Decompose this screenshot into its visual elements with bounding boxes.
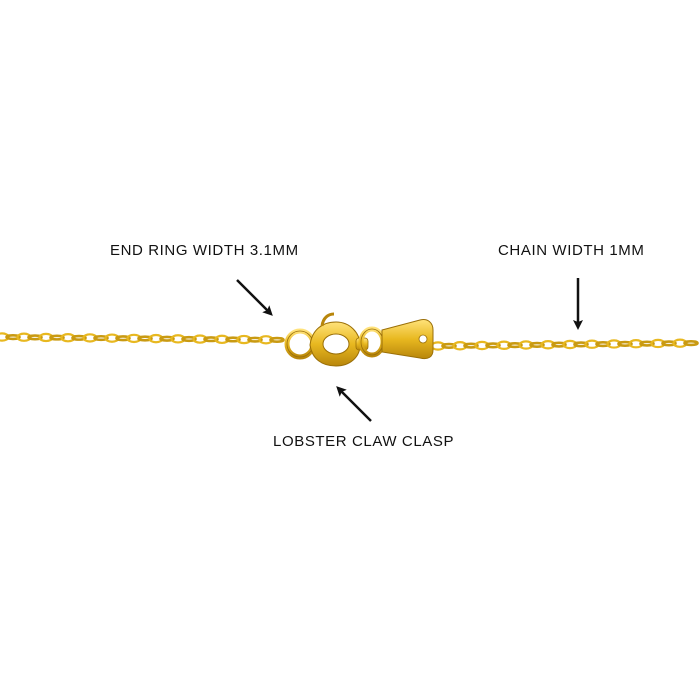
chain-link	[137, 335, 153, 342]
end-ring	[284, 328, 316, 360]
chain-link	[441, 342, 457, 349]
chain-link	[595, 341, 611, 348]
chain-link	[485, 342, 501, 349]
chain-width-label: CHAIN WIDTH 1MM	[498, 242, 645, 259]
chain-link	[49, 334, 65, 341]
chain-link	[159, 335, 175, 342]
chain-link	[463, 342, 479, 349]
chain-link	[683, 340, 699, 347]
end-ring-width-label: END RING WIDTH 3.1MM	[110, 242, 299, 259]
chain-left	[0, 332, 285, 345]
chain-link	[573, 341, 589, 348]
chain-link	[27, 334, 43, 341]
chain-link	[181, 335, 197, 343]
arrow-icon	[336, 386, 372, 422]
chain-link	[247, 336, 263, 343]
chain-link	[661, 340, 677, 347]
chain-link	[529, 341, 545, 348]
chain-right	[430, 338, 699, 351]
chain-link	[5, 334, 21, 341]
chain-link	[71, 334, 87, 341]
chain-link	[507, 342, 523, 349]
arrow-icon	[236, 279, 273, 316]
chain-link	[93, 334, 109, 342]
chain-link	[115, 335, 131, 342]
chain-link	[269, 336, 285, 344]
chain-link	[551, 341, 567, 348]
chain-link	[203, 336, 219, 343]
chain-link	[617, 340, 633, 347]
tag-plate	[381, 319, 434, 360]
lobster-claw-clasp-label: LOBSTER CLAW CLASP	[273, 433, 455, 450]
chain-link	[639, 340, 655, 347]
chain-link	[225, 336, 241, 343]
